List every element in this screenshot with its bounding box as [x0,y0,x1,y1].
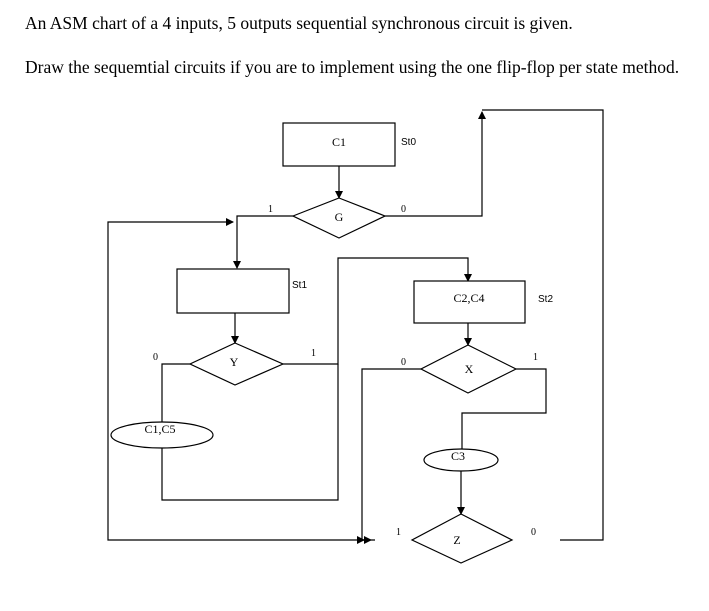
decision-g [291,197,387,239]
decision-z-input: Z [453,533,460,547]
flow-y-true [283,257,472,365]
conditional-output-c3 [423,448,499,472]
decision-y-input: Y [230,355,239,369]
flow-top-loop [482,109,604,541]
decision-g-true-label: 1 [268,204,273,215]
flow-g-false [385,111,486,217]
decision-x [419,344,518,394]
flow-x-false [357,368,421,544]
question-line-1: An ASM chart of a 4 inputs, 5 outputs se… [25,13,573,33]
state-box-st1 [176,268,290,314]
state-box-st2 [413,280,526,324]
flow-left-loop [107,218,375,541]
conditional-output-c1c5 [110,421,214,449]
decision-y-false-label: 0 [153,352,158,363]
arrowhead-z-exit [364,536,372,544]
decision-z [410,513,514,564]
conditional-output-c3-label: C3 [451,449,465,463]
state-output-st2: C2,C4 [453,291,484,305]
state-name-st0: St0 [401,137,416,148]
state-box-st0 [282,122,396,167]
decision-x-true-label: 1 [533,352,538,363]
decision-y-true-label: 1 [311,348,316,359]
state-name-st2: St2 [538,294,553,305]
question-line-2: Draw the sequemtial circuits if you are … [25,57,680,77]
conditional-output-c1c5-label: C1,C5 [144,422,175,436]
decision-g-input: G [335,210,344,224]
decision-z-true-label: 1 [396,527,401,538]
state-name-st1: St1 [292,280,307,291]
flow-x-true [461,368,547,451]
state-output-st0: C1 [332,135,346,149]
flow-y-false [161,363,190,422]
flow-g-true [233,215,293,269]
flow-c1c5-return [161,364,339,501]
decision-y [188,342,285,386]
decision-x-input: X [465,362,474,376]
decision-z-false-label: 0 [531,527,536,538]
decision-x-false-label: 0 [401,357,406,368]
decision-g-false-label: 0 [401,204,406,215]
